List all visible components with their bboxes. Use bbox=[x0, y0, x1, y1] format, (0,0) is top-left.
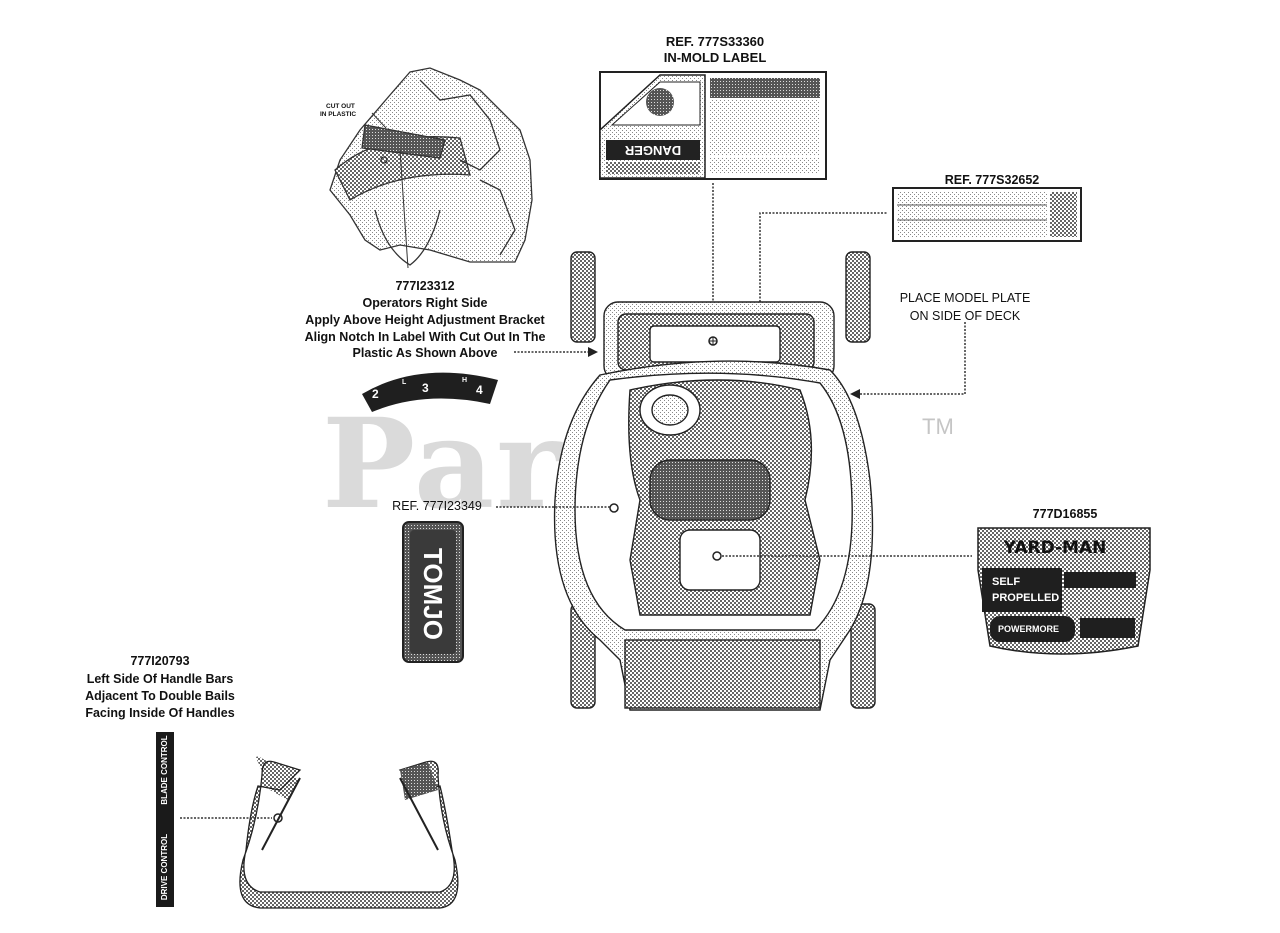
tomjo-text: TOMJO bbox=[418, 548, 448, 640]
danger-in-mold-label bbox=[599, 71, 827, 180]
cut-out-line-2: IN PLASTIC bbox=[320, 111, 357, 118]
cut-out-line-1: CUT OUT bbox=[326, 103, 355, 110]
leader-line-32652 bbox=[759, 212, 888, 337]
warning-label-32652 bbox=[892, 187, 1082, 242]
yard-man-powermore: POWERMORE bbox=[998, 624, 1060, 634]
height-label-line-4: Plastic As Shown Above bbox=[352, 346, 498, 360]
ref-777s33360: REF. 777S33360 bbox=[665, 34, 765, 49]
height-bracket-sketch bbox=[329, 67, 533, 269]
drive-control-text: DRIVE CONTROL bbox=[160, 833, 169, 901]
tomjo-decal bbox=[402, 521, 464, 663]
trademark-symbol: TM bbox=[922, 414, 954, 439]
danger-text: DANGER bbox=[624, 143, 682, 158]
yard-man-propelled: PROPELLED bbox=[992, 592, 1060, 604]
height-decal bbox=[362, 372, 498, 412]
handle-label-line-3: Facing Inside Of Handles bbox=[85, 706, 235, 720]
control-strip-decal bbox=[156, 732, 174, 907]
ref-777s32652: REF. 777S32652 bbox=[944, 173, 1040, 187]
blade-control-text: BLADE CONTROL bbox=[160, 735, 169, 805]
model-plate-line-1: PLACE MODEL PLATE bbox=[899, 291, 1031, 305]
mower-top-view bbox=[553, 251, 876, 711]
height-mark-2: 2 bbox=[372, 387, 379, 401]
height-label-part-number: 777I23312 bbox=[395, 279, 455, 293]
ref-777i23349: REF. 777I23349 bbox=[392, 499, 482, 513]
ref-777d16855: 777D16855 bbox=[1032, 507, 1098, 521]
height-mark-3: 3 bbox=[422, 381, 429, 395]
model-plate-line-2: ON SIDE OF DECK bbox=[909, 309, 1021, 323]
handle-bars bbox=[239, 756, 459, 909]
handle-label-part-number: 777I20793 bbox=[130, 654, 190, 668]
yard-man-brand: YARD-MAN bbox=[1003, 538, 1107, 558]
yard-man-decal bbox=[977, 527, 1151, 655]
height-label-line-1: Operators Right Side bbox=[362, 296, 488, 310]
height-label-line-2: Apply Above Height Adjustment Bracket bbox=[305, 313, 545, 327]
leader-line-model-plate bbox=[858, 322, 966, 395]
handle-label-line-1: Left Side Of Handle Bars bbox=[86, 672, 234, 686]
yard-man-self: SELF bbox=[992, 576, 1021, 588]
in-mold-label-caption: IN-MOLD LABEL bbox=[663, 50, 767, 65]
handle-label-line-2: Adjacent To Double Bails bbox=[85, 689, 235, 703]
height-mark-h: H bbox=[462, 377, 468, 384]
height-mark-4: 4 bbox=[476, 383, 483, 397]
height-mark-l: L bbox=[402, 379, 407, 386]
height-label-line-3: Align Notch In Label With Cut Out In The bbox=[304, 330, 546, 344]
